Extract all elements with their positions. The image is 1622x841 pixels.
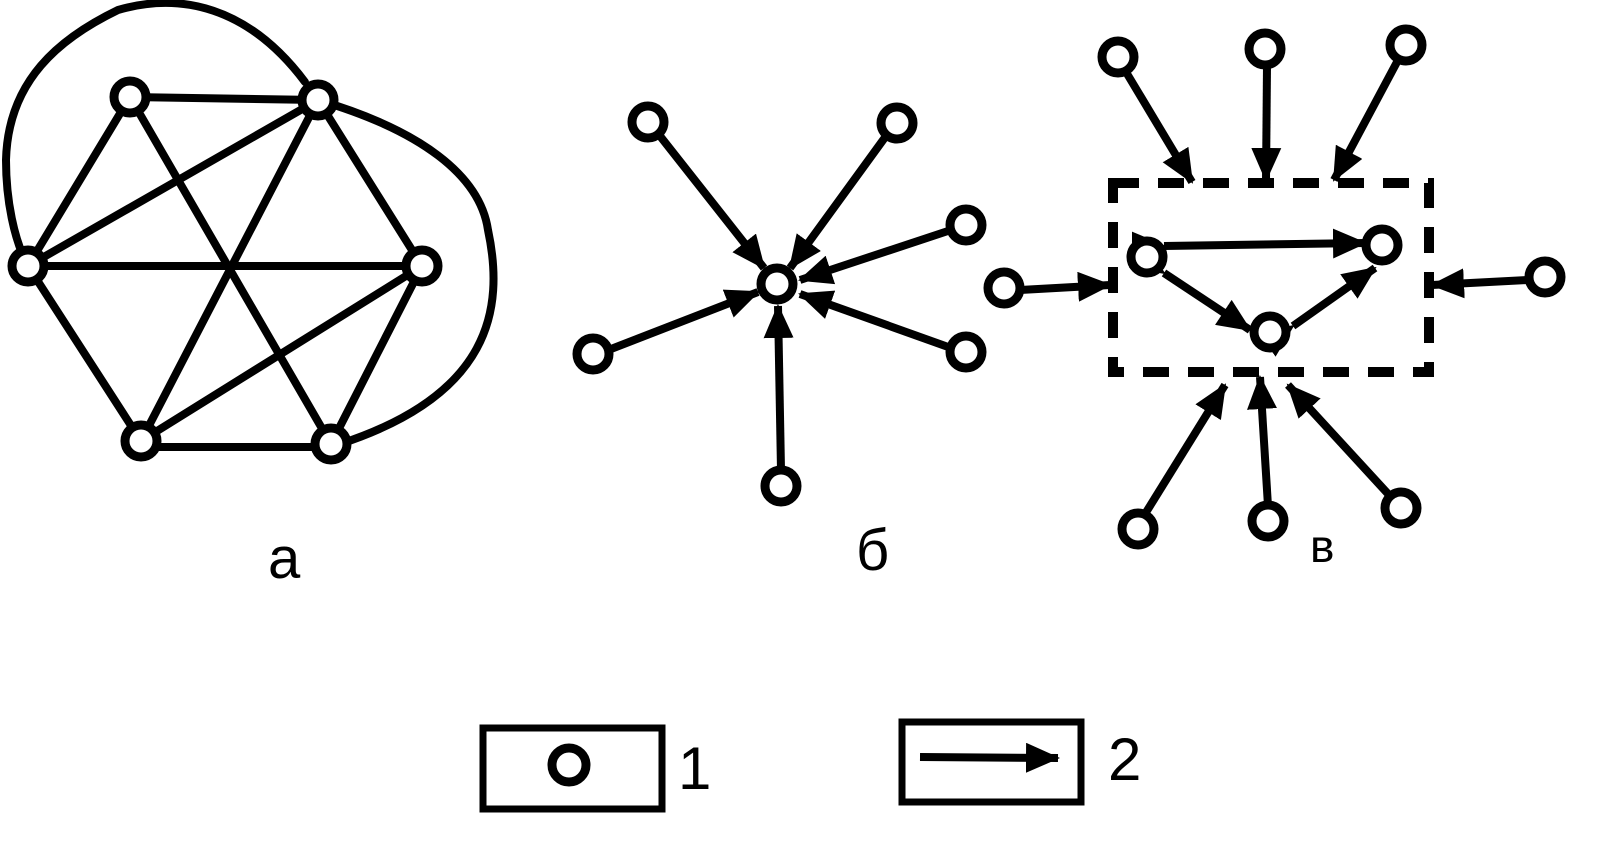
panel-b-label: б [856, 518, 889, 583]
arrow-edge [609, 288, 760, 353]
node-circle-icon [983, 267, 1025, 309]
node-circle-icon [1097, 36, 1139, 78]
node-circle-icon [7, 245, 49, 287]
legend-label-1: 1 [678, 735, 711, 802]
edge [137, 96, 322, 445]
node-circle-icon [945, 204, 987, 246]
edge-curve-left [1, 0, 309, 270]
panel-a-edges [1, 0, 498, 451]
arrow-edge [763, 304, 794, 471]
bidirectional-edge [1258, 264, 1378, 357]
legend-box [898, 718, 1085, 806]
arrow-edge [656, 133, 768, 271]
inner-node-circle-icon [1126, 236, 1168, 278]
panel-c-label: в [1310, 520, 1334, 572]
edge [126, 93, 322, 104]
legend-label-2: 2 [1108, 726, 1141, 793]
node-circle-icon [945, 331, 987, 373]
node-circle-icon [547, 743, 591, 787]
node-circle-icon [627, 101, 669, 143]
node-circle-icon [109, 76, 151, 118]
panel-c-inbound-arrows [1019, 60, 1529, 517]
bidirectional-edge [1131, 228, 1367, 262]
bidirectional-edge [1129, 242, 1253, 334]
panel-c-nodes [983, 24, 1566, 550]
edge-curve-right [314, 96, 498, 448]
panel-b-arrows [609, 133, 953, 471]
arrow-edge [1141, 382, 1229, 517]
arrow-edge [1330, 60, 1401, 182]
legend-item-2: 2 [898, 718, 1141, 806]
edge [314, 96, 426, 270]
node-circle-icon [876, 102, 918, 144]
node-circle-icon [1524, 256, 1566, 298]
node-circle-icon [297, 79, 339, 121]
edge [137, 262, 426, 445]
arrow-edge [1251, 65, 1282, 182]
panel-b-nodes [572, 101, 987, 507]
arrow-edge [1122, 69, 1196, 185]
node-circle-icon [1380, 487, 1422, 529]
legend-box [479, 724, 666, 813]
arrow-edge [798, 290, 953, 352]
inner-node-circle-icon [1361, 224, 1403, 266]
arrow-edge [1019, 271, 1112, 302]
edge [24, 93, 134, 270]
node-circle-icon [1385, 24, 1427, 66]
arrow-edge [1285, 382, 1393, 499]
arrow-edge [1430, 268, 1529, 299]
node-circle-icon [1244, 28, 1286, 70]
arrow-edge [786, 133, 890, 271]
directed-arrow-icon [919, 742, 1060, 773]
panel-c-cluster: в [983, 24, 1566, 572]
cluster-boundary [1108, 178, 1434, 377]
node-circle-icon [1247, 500, 1289, 542]
legend-item-1: 1 [479, 724, 711, 813]
panel-a-mesh: а [1, 0, 498, 591]
node-circle-icon [310, 423, 352, 465]
inner-node-circle-icon [1249, 311, 1291, 353]
legend: 1 2 [479, 718, 1141, 813]
hub-node-circle-icon [756, 263, 798, 305]
edge [24, 262, 145, 445]
arrow-edge [798, 226, 953, 285]
panel-c-internal-arrows [1129, 228, 1378, 357]
node-circle-icon [120, 420, 162, 462]
node-circle-icon [401, 245, 443, 287]
panel-a-nodes [7, 76, 443, 465]
edge [327, 262, 426, 448]
panel-a-label: а [268, 526, 301, 591]
arrow-edge [1247, 375, 1277, 507]
node-circle-icon [760, 465, 802, 507]
node-circle-icon [1117, 508, 1159, 550]
panel-b-star: б [572, 101, 987, 583]
edge [24, 96, 322, 270]
node-circle-icon [572, 333, 614, 375]
